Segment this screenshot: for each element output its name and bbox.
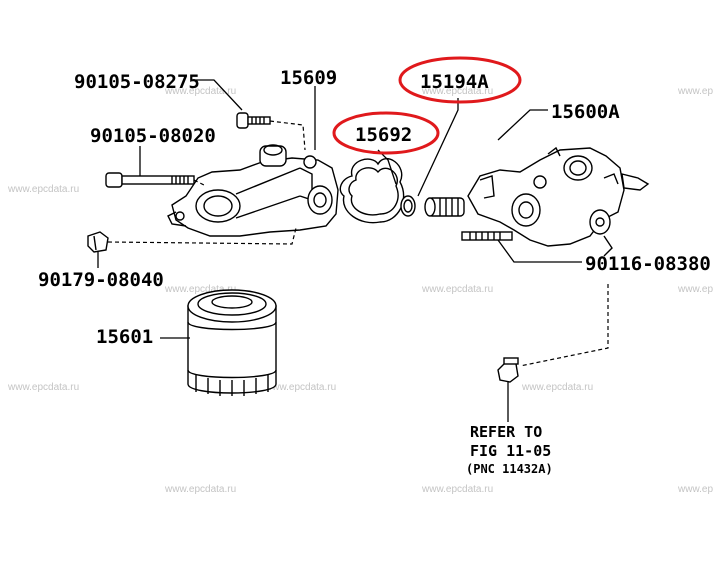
watermark: www.epcdata.ru: [164, 284, 236, 295]
watermark: www.epcdata.ru: [7, 184, 79, 195]
highlight-gasket: [332, 111, 440, 155]
watermark: www.epcdata.ru: [164, 484, 236, 495]
label-gasket: 15692: [355, 124, 412, 146]
watermark: www.epcdata.ru: [677, 484, 713, 495]
reference-line-1: REFER TO: [470, 423, 542, 441]
watermark: www.epcdata.ru: [421, 86, 493, 97]
bolt-short-drawing: [236, 112, 271, 129]
label-bolt-short: 90105-08275: [74, 71, 200, 93]
bracket-drawing: [167, 144, 339, 237]
gasket-drawing: [339, 157, 405, 224]
watermark: www.epcdata.ru: [421, 484, 493, 495]
reference-line-2: FIG 11-05: [470, 442, 551, 460]
union-drawing: [424, 197, 465, 217]
drain-bolt-drawing: [497, 357, 519, 383]
bolt-long-drawing: [105, 172, 195, 188]
cooler-drawing: [467, 146, 650, 257]
stud-drawing: [461, 231, 513, 241]
label-plug: 90179-08040: [38, 269, 164, 291]
leader-cooler: [497, 109, 548, 141]
dash-plug: [107, 227, 297, 245]
label-filter: 15601: [96, 326, 153, 348]
watermark: www.epcdata.ru: [164, 86, 236, 97]
label-cooler: 15600A: [551, 101, 620, 123]
label-bracket: 15609: [280, 67, 337, 89]
leader-stud: [497, 239, 582, 263]
watermark: www.epcdata.ru: [7, 382, 79, 393]
watermark: www.epcdata.ru: [521, 382, 593, 393]
plug-drawing: [87, 231, 109, 253]
highlight-union: [398, 56, 522, 104]
dash-bolt-long: [193, 179, 207, 187]
leader-bolt-short: [196, 79, 243, 111]
label-stud: 90116-08380: [585, 253, 711, 275]
filter-drawing: [187, 289, 277, 396]
watermark: www.epcdata.ru: [677, 284, 713, 295]
dash-reference: [519, 284, 609, 367]
watermark: www.epcdata.ru: [677, 86, 713, 97]
reference-line-3: (PNC 11432A): [466, 462, 553, 476]
label-bolt-long: 90105-08020: [90, 125, 216, 147]
oring-drawing: [400, 195, 416, 217]
watermark: www.epcdata.ru: [421, 284, 493, 295]
watermark: www.epcdata.ru: [264, 382, 336, 393]
label-union: 15194A: [420, 71, 489, 93]
dash-bolt-short: [269, 120, 306, 151]
